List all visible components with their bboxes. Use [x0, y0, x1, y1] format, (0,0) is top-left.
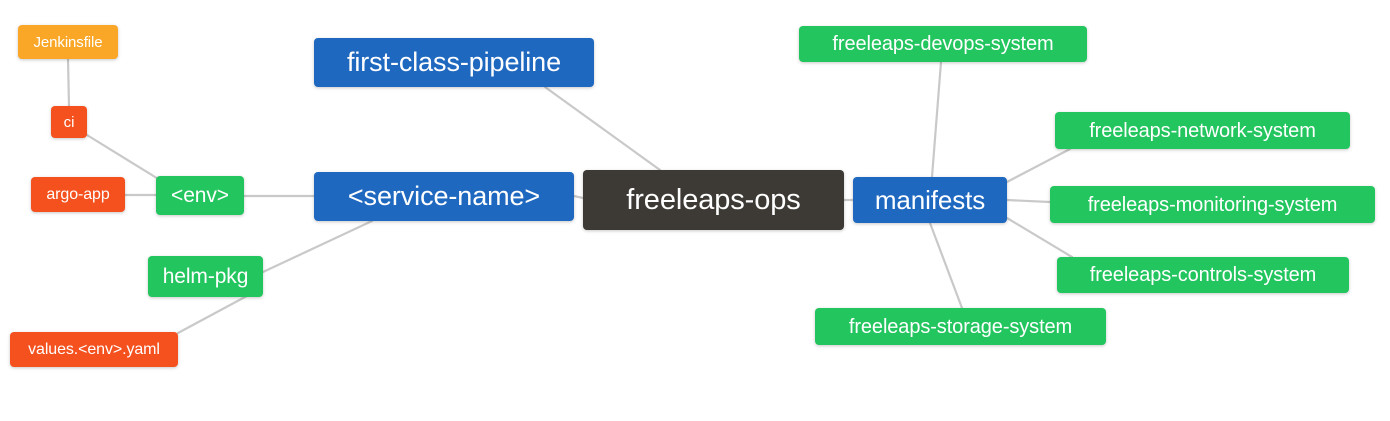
edge-jenkinsfile-to-ci [66, 57, 71, 108]
node-freeleaps-storage-system[interactable]: freeleaps-storage-system [815, 308, 1106, 345]
edge-helm-pkg-to-service-name [261, 219, 374, 274]
node-freeleaps-devops-system[interactable]: freeleaps-devops-system [799, 26, 1087, 62]
node-freeleaps-network-system[interactable]: freeleaps-network-system [1055, 112, 1350, 149]
edge-manifests-to-freeleaps-network-system [1005, 147, 1072, 184]
node-service-name[interactable]: <service-name> [314, 172, 574, 221]
node-ci[interactable]: ci [51, 106, 87, 138]
edge-service-name-to-freeleaps-ops [572, 194, 585, 200]
edge-first-class-pipeline-to-freeleaps-ops [543, 85, 662, 172]
edge-manifests-to-freeleaps-devops-system [930, 60, 943, 179]
node-values-env-yaml[interactable]: values.<env>.yaml [10, 332, 178, 367]
edge-manifests-to-freeleaps-storage-system [928, 221, 964, 310]
node-argo-app[interactable]: argo-app [31, 177, 125, 212]
node-helm-pkg[interactable]: helm-pkg [148, 256, 263, 297]
node-first-class-pipeline[interactable]: first-class-pipeline [314, 38, 594, 87]
edge-ci-to-env [85, 133, 162, 182]
node-jenkinsfile[interactable]: Jenkinsfile [18, 25, 118, 59]
node-freeleaps-monitoring-system[interactable]: freeleaps-monitoring-system [1050, 186, 1375, 223]
node-manifests[interactable]: manifests [853, 177, 1007, 223]
node-env[interactable]: <env> [156, 176, 244, 215]
edge-manifests-to-freeleaps-monitoring-system [1005, 198, 1052, 204]
edge-manifests-to-freeleaps-controls-system [1005, 216, 1074, 259]
node-freeleaps-controls-system[interactable]: freeleaps-controls-system [1057, 257, 1349, 293]
node-freeleaps-ops[interactable]: freeleaps-ops [583, 170, 844, 230]
